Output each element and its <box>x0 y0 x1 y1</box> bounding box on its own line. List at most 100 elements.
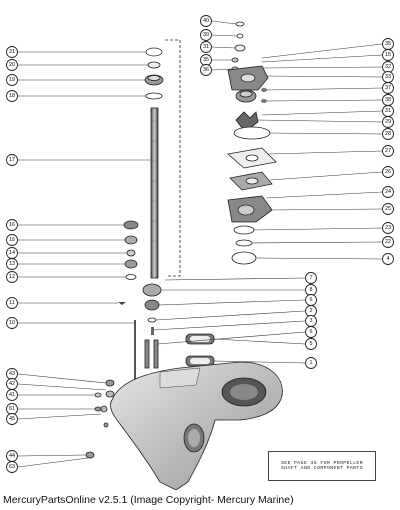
leader-line <box>213 360 306 364</box>
leader-line <box>164 277 306 281</box>
callout-10: 10 <box>6 317 18 329</box>
leader-line <box>261 43 383 59</box>
leader-line <box>266 99 383 102</box>
callout-12: 12 <box>6 271 18 283</box>
leader-line <box>211 46 236 49</box>
leader-line <box>211 20 237 25</box>
svg-text:29: 29 <box>385 119 391 125</box>
leader-line <box>17 457 89 468</box>
exploded-parts-diagram: 2120191817161514131211104342416145446340… <box>6 15 394 490</box>
callout-23: 23 <box>382 222 394 234</box>
svg-text:17: 17 <box>9 157 15 163</box>
svg-text:27: 27 <box>385 148 391 154</box>
callout-44: 44 <box>6 450 18 462</box>
callout-6: 6 <box>305 294 317 306</box>
callout-61: 61 <box>6 403 18 415</box>
callout-40: 40 <box>200 15 212 27</box>
leader-line <box>265 191 383 199</box>
note-line-1: SEE PAGE 35 FOR PROPELLER <box>281 461 363 466</box>
callout-43: 43 <box>6 368 18 380</box>
leader-line <box>17 454 87 457</box>
note-line-2: SHAFT AND COMPONENT PARTS <box>281 466 363 471</box>
leader-line <box>265 75 383 78</box>
svg-text:4: 4 <box>386 256 389 262</box>
callout-18: 18 <box>6 90 18 102</box>
svg-text:21: 21 <box>9 49 15 55</box>
leader-line <box>257 119 383 123</box>
image-caption: MercuryPartsOnline v2.5.1 (Image Copyrig… <box>3 494 294 506</box>
svg-text:23: 23 <box>385 225 391 231</box>
svg-text:8: 8 <box>309 287 312 293</box>
svg-text:63: 63 <box>9 464 15 470</box>
leader-line <box>269 132 383 135</box>
callout-1: 1 <box>305 357 317 369</box>
svg-text:3: 3 <box>309 318 312 324</box>
callout-35: 35 <box>382 38 394 50</box>
svg-text:39: 39 <box>203 32 209 38</box>
leader-line <box>261 110 383 116</box>
svg-text:35: 35 <box>203 57 209 63</box>
callout-15: 15 <box>6 234 18 246</box>
svg-text:15: 15 <box>9 237 15 243</box>
svg-text:18: 18 <box>9 93 15 99</box>
seal-plates <box>185 333 215 367</box>
svg-text:22: 22 <box>385 239 391 245</box>
callout-11: 11 <box>6 297 18 309</box>
svg-text:32: 32 <box>385 64 391 70</box>
svg-text:11: 11 <box>9 300 15 306</box>
leader-line <box>158 299 306 306</box>
callout-7: 7 <box>305 272 317 284</box>
callout-39: 39 <box>200 29 212 41</box>
leader-line <box>213 338 306 345</box>
callout-33: 33 <box>382 71 394 83</box>
leader-line <box>269 208 383 211</box>
svg-text:19: 19 <box>9 77 15 83</box>
callout-15: 15 <box>382 49 394 61</box>
svg-text:31: 31 <box>385 108 391 114</box>
water-pump-stack <box>227 21 277 265</box>
svg-text:1: 1 <box>309 360 312 366</box>
svg-text:33: 33 <box>385 74 391 80</box>
leader-line <box>211 34 238 37</box>
svg-text:45: 45 <box>9 416 15 422</box>
leader-line <box>265 87 383 91</box>
callout-24: 24 <box>382 186 394 198</box>
leader-line <box>155 310 306 321</box>
lower-bearing-stack <box>123 220 139 280</box>
svg-text:15: 15 <box>385 52 391 58</box>
callout-22: 22 <box>382 236 394 248</box>
callout-19: 19 <box>6 74 18 86</box>
svg-text:24: 24 <box>385 189 391 195</box>
callout-45: 45 <box>6 413 18 425</box>
svg-text:26: 26 <box>385 169 391 175</box>
callout-5: 5 <box>305 338 317 350</box>
callout-37: 37 <box>382 82 394 94</box>
svg-text:35: 35 <box>385 41 391 47</box>
callout-31: 31 <box>382 105 394 117</box>
leader-line <box>17 383 107 391</box>
svg-text:36: 36 <box>203 67 209 73</box>
callout-8: 8 <box>305 284 317 296</box>
callout-4: 4 <box>382 253 394 265</box>
svg-text:44: 44 <box>9 453 15 459</box>
callout-21: 21 <box>6 46 18 58</box>
note-box: SEE PAGE 35 FOR PROPELLER SHAFT AND COMP… <box>268 451 376 481</box>
leader-line <box>255 257 383 260</box>
leader-lines <box>17 20 383 468</box>
leader-line <box>17 373 107 384</box>
svg-text:28: 28 <box>385 131 391 137</box>
svg-text:6: 6 <box>309 329 312 335</box>
callout-20: 20 <box>6 59 18 71</box>
dashed-assembly-line <box>165 39 181 277</box>
callout-17: 17 <box>6 154 18 166</box>
svg-text:42: 42 <box>9 381 15 387</box>
svg-text:10: 10 <box>9 320 15 326</box>
callout-38: 38 <box>382 94 394 106</box>
svg-text:5: 5 <box>309 341 312 347</box>
svg-text:40: 40 <box>203 18 209 24</box>
callout-14: 14 <box>6 247 18 259</box>
callout-42: 42 <box>6 378 18 390</box>
leader-line <box>211 68 233 71</box>
svg-text:16: 16 <box>9 222 15 228</box>
leader-line <box>267 150 383 155</box>
